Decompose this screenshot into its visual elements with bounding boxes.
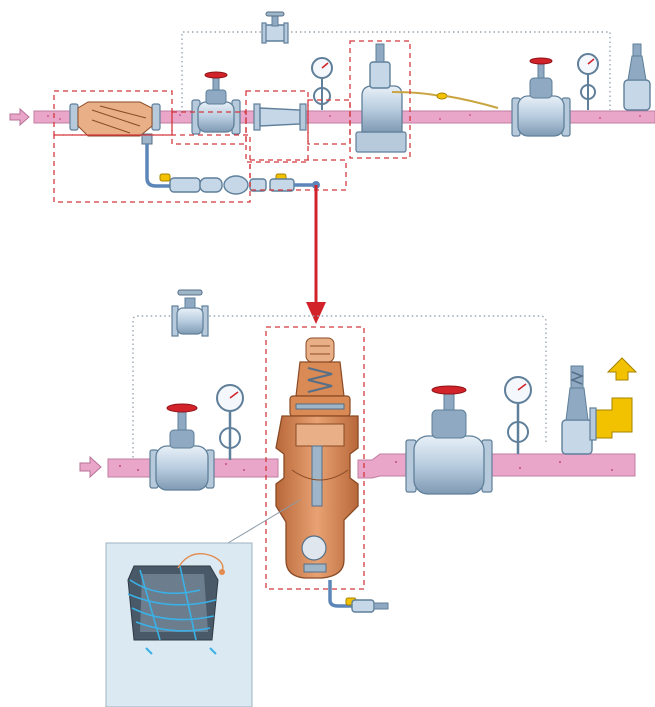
bottom-bypass-valve (171, 289, 209, 337)
bottom-gate-valve-2-handwheel-icon (431, 385, 467, 395)
bottom-reducing-valve-box (265, 326, 365, 590)
bottom-reducing-valve-cutaway (275, 337, 389, 613)
top-pressure-gauge-2 (577, 53, 599, 110)
top-gate-valve-1 (191, 71, 241, 135)
bottom-assembly (79, 289, 638, 707)
top-bypass-handwheel (265, 11, 285, 17)
top-gate-valve-2-handwheel-icon (529, 57, 553, 65)
bottom-pipe-right (357, 453, 636, 479)
bottom-inlet-arrow-icon (79, 455, 102, 479)
zoom-arrow (306, 185, 326, 324)
top-reducer-box (245, 90, 309, 163)
top-drain-branch (159, 173, 320, 195)
top-bypass-valve (261, 11, 289, 44)
inset-detail-panel (105, 499, 301, 707)
top-strainer (69, 101, 161, 145)
top-drain-end-box (249, 159, 347, 191)
relief-outlet-arrow-icon (606, 357, 638, 381)
top-pressure-gauge-1 (311, 57, 333, 110)
top-gate-valve-1-handwheel-icon (204, 71, 228, 79)
top-pipe-texture (47, 114, 641, 120)
top-gate-valve-2 (511, 57, 571, 137)
bottom-gate-valve-1 (149, 403, 215, 491)
top-drain-box (53, 134, 251, 203)
top-assembly (9, 11, 655, 203)
top-safety-valve (623, 43, 651, 111)
bottom-bypass-line (132, 315, 547, 462)
top-reducing-valve (355, 43, 499, 153)
bottom-bypass-handwheel (177, 289, 203, 296)
bottom-pressure-gauge-1 (216, 384, 244, 460)
top-reducing-valve-box (349, 40, 411, 159)
top-bypass-line (181, 31, 611, 112)
bottom-gate-valve-2 (405, 385, 493, 495)
top-inlet-arrow-icon (9, 107, 30, 127)
bottom-relief-outlet-elbow (591, 397, 633, 439)
bottom-pressure-gauge-2 (504, 376, 532, 454)
top-reducer-fitting (253, 103, 307, 131)
bottom-safety-valve (561, 357, 638, 455)
top-main-pipe (33, 110, 655, 124)
zoom-arrow-head-icon (306, 302, 326, 324)
bottom-pipe-texture (119, 461, 613, 471)
bottom-gate-valve-1-handwheel-icon (166, 403, 198, 413)
top-strainer-drain-tube (145, 144, 170, 188)
